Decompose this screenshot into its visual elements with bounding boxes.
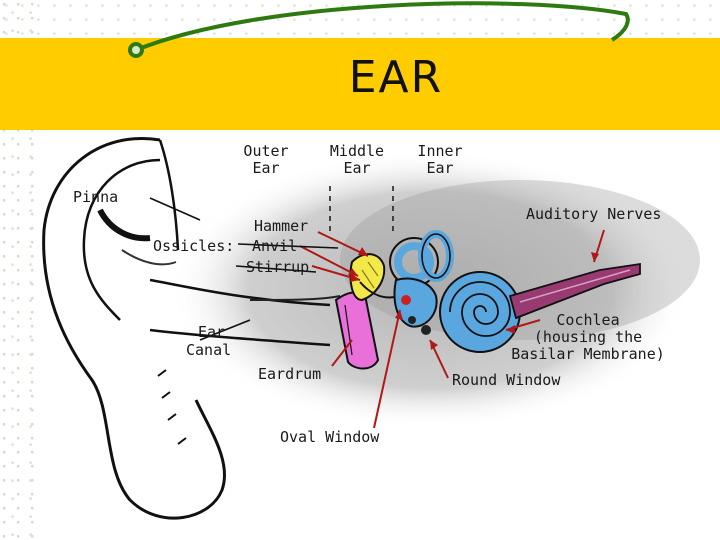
section-label-middle-ear: Middle Ear: [329, 142, 385, 177]
label-round-window: Round Window: [452, 371, 561, 389]
label-pinna: Pinna: [73, 188, 119, 206]
section-label-inner-ear: Inner Ear: [417, 142, 463, 177]
pinna-inner: [82, 158, 161, 321]
pinna-outline: [42, 137, 227, 520]
slide-title: EAR: [348, 52, 444, 103]
label-ear-canal-line1: Ear: [198, 323, 226, 341]
label-ear-canal-line2: Canal: [186, 341, 232, 359]
auditory-nerve: [508, 262, 641, 320]
section-label-outer-ear: Outer Ear: [243, 142, 289, 177]
label-stirrup: Stirrup: [246, 258, 310, 276]
label-cochlea: Cochlea (housing the Basilar Membrane): [511, 311, 665, 363]
label-anvil: Anvil: [252, 237, 298, 255]
label-oval-window: Oval Window: [280, 428, 380, 446]
label-ossicles: Ossicles:: [153, 237, 235, 255]
title-band: [0, 38, 720, 130]
label-auditory-nerves: Auditory Nerves: [526, 205, 662, 223]
green-swoosh: [135, 1, 630, 52]
label-eardrum: Eardrum: [258, 365, 322, 383]
label-hammer: Hammer: [254, 217, 309, 235]
